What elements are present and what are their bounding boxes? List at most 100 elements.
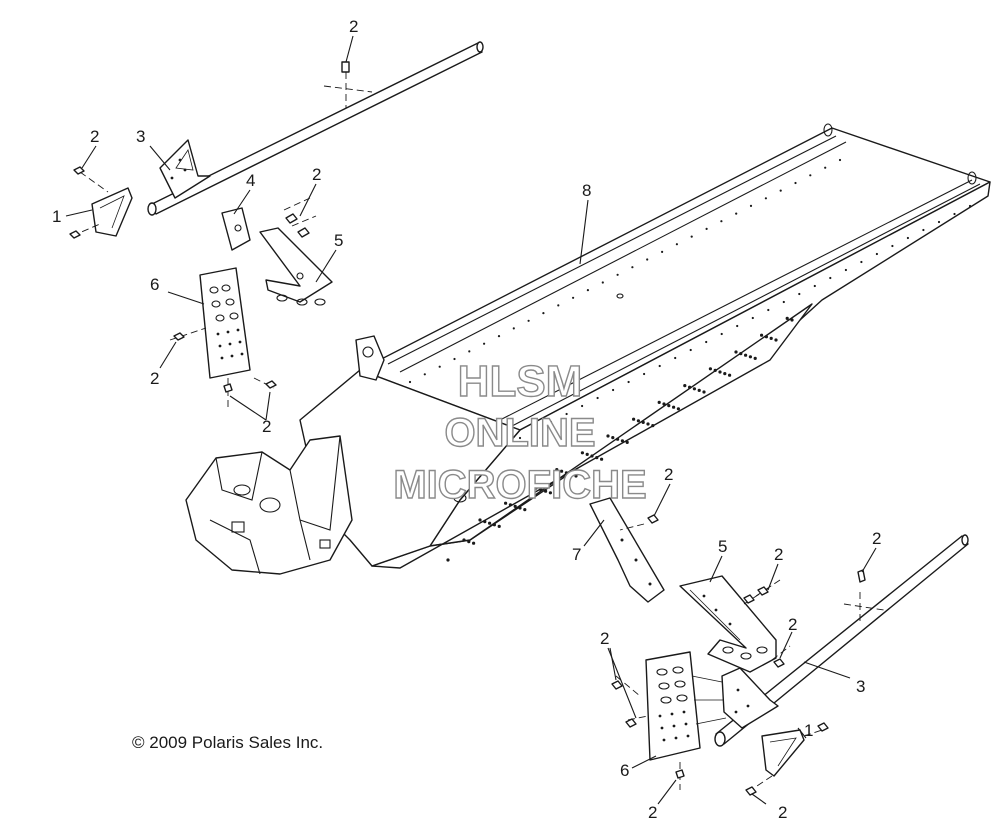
- rivet: [518, 506, 522, 510]
- rivet: [723, 372, 727, 376]
- rivet: [497, 335, 501, 338]
- rivet: [720, 220, 723, 223]
- rivet: [611, 436, 615, 440]
- rivet: [891, 244, 894, 248]
- upper-plate-and-bracket: [221, 197, 333, 306]
- rivet: [504, 501, 508, 505]
- rivet: [529, 484, 533, 488]
- rivet: [512, 327, 515, 330]
- rivet: [683, 384, 687, 388]
- watermark-line-1: HLSM: [458, 357, 583, 406]
- rivet: [713, 368, 717, 372]
- callout-2-center: 2: [664, 465, 673, 484]
- rivet: [483, 342, 486, 345]
- rivet: [688, 385, 692, 389]
- rivet: [760, 333, 764, 337]
- rivet: [534, 486, 538, 490]
- rivet: [492, 523, 496, 527]
- rivet: [569, 472, 573, 476]
- rivet: [735, 212, 738, 215]
- rivet: [600, 457, 604, 461]
- rivet: [581, 404, 584, 408]
- rivet: [497, 524, 501, 529]
- rivet: [585, 452, 589, 456]
- rivet: [922, 228, 925, 232]
- callout-2-left: 2: [90, 127, 99, 146]
- rivet: [560, 469, 564, 473]
- callout-2-bottom-right: 2: [778, 803, 787, 822]
- rivet: [705, 227, 708, 230]
- skirt-rivets: [446, 316, 794, 562]
- rivet: [446, 558, 450, 562]
- callout-2-upper-mid: 2: [312, 165, 321, 184]
- callout-1-right: 1: [804, 721, 813, 740]
- rivet: [462, 538, 466, 542]
- callout-2-left-low: 2: [150, 369, 159, 388]
- callout-2-lower-right-top: 2: [872, 529, 881, 548]
- rivet: [544, 489, 548, 493]
- lower-bracket: [679, 575, 791, 673]
- rivet: [809, 174, 812, 177]
- rivet: [627, 380, 630, 384]
- rivet: [646, 258, 649, 261]
- rivet: [734, 350, 738, 354]
- rivet: [697, 388, 701, 392]
- rivet: [539, 488, 543, 492]
- upper-footrest-plate: [169, 267, 277, 408]
- top-bolt: [323, 61, 373, 108]
- callout-2-lower-b: 2: [788, 615, 797, 634]
- lower-foot-bar: [714, 534, 969, 747]
- rivet: [676, 407, 681, 411]
- callout-1-left: 1: [52, 207, 61, 226]
- rivet: [767, 308, 770, 312]
- rivet: [641, 420, 645, 424]
- rivet: [875, 252, 879, 256]
- rivet: [586, 289, 590, 292]
- rivet: [518, 436, 522, 440]
- callout-5-upper: 5: [334, 231, 343, 250]
- rivet: [408, 380, 412, 384]
- rivet: [906, 236, 910, 240]
- rivet: [646, 422, 650, 426]
- rivet: [423, 373, 426, 376]
- leader-lines: [65, 35, 877, 805]
- rivet: [527, 319, 530, 322]
- rivet: [764, 335, 769, 339]
- rivet: [595, 456, 599, 460]
- callout-7: 7: [572, 545, 581, 564]
- rivet: [813, 284, 816, 288]
- rivet: [748, 355, 753, 359]
- rivet: [513, 504, 517, 508]
- callout-5-lower: 5: [718, 537, 727, 556]
- callouts: 2 2 3 1 4 2 5 6 2 2 8 2 7 5 2 2 2 2 3 1 …: [52, 17, 881, 822]
- lower-mount-bracket: [589, 497, 665, 603]
- rivet: [472, 541, 476, 545]
- rivet: [488, 521, 492, 525]
- watermark-line-2: ONLINE: [444, 411, 595, 455]
- rivet: [542, 312, 545, 315]
- rivet: [468, 350, 471, 353]
- rivet: [690, 235, 693, 238]
- lower-bracket-1: [745, 722, 829, 796]
- rivet: [564, 471, 569, 475]
- rivet: [753, 356, 757, 360]
- rivet: [643, 372, 646, 376]
- rivet: [636, 419, 641, 423]
- chassis-tunnel: [185, 123, 991, 575]
- rivet: [937, 220, 941, 224]
- rivet: [769, 336, 773, 340]
- rivet: [790, 318, 794, 322]
- rivet: [601, 281, 604, 284]
- rivet: [651, 424, 655, 428]
- watermark-line-3: MICROFICHE: [393, 463, 646, 507]
- rivet: [548, 491, 553, 495]
- rivet: [675, 243, 679, 246]
- callout-8: 8: [582, 181, 591, 200]
- rivet: [736, 324, 739, 328]
- rivet: [606, 434, 610, 438]
- rivet: [580, 451, 585, 455]
- rivet: [596, 396, 599, 400]
- rivet: [824, 166, 827, 169]
- callout-3-right: 3: [856, 677, 865, 696]
- rivet: [555, 468, 559, 472]
